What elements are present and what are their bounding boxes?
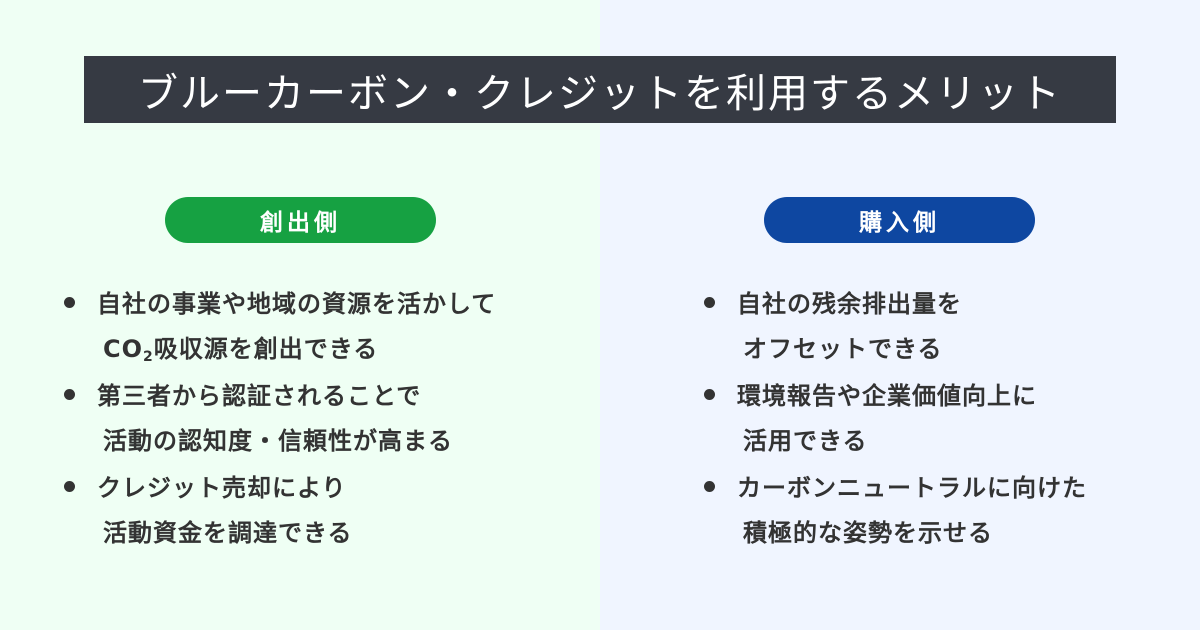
benefit-line-1: カーボンニュートラルに向けた — [737, 474, 1087, 502]
benefit-line-2: 活動の認知度・信頼性が高まる — [103, 427, 453, 455]
benefit-line-1: 環境報告や企業価値向上に — [737, 382, 1037, 410]
creator-benefits-list: 自社の事業や地域の資源を活かして CO2吸収源を創出できる 第三者から認証される… — [60, 282, 496, 558]
benefit-line-1: 自社の残余排出量を — [737, 290, 962, 318]
benefit-line-2: 活用できる — [743, 427, 868, 455]
bullet-icon — [704, 297, 715, 308]
creator-benefit-item: クレジット売却により 活動資金を調達できる — [60, 466, 496, 558]
buyer-benefit-item: 自社の残余排出量を オフセットできる — [700, 282, 1087, 374]
bullet-icon — [704, 389, 715, 400]
benefit-line-2: CO2吸収源を創出できる — [103, 335, 379, 365]
creator-benefit-item: 自社の事業や地域の資源を活かして CO2吸収源を創出できる — [60, 282, 496, 374]
buyer-benefits-list: 自社の残余排出量を オフセットできる 環境報告や企業価値向上に 活用できる カー… — [700, 282, 1087, 558]
creator-side-label: 創出側 — [260, 210, 341, 236]
buyer-side-badge: 購入側 — [764, 197, 1035, 243]
benefit-line-1: 第三者から認証されることで — [97, 382, 422, 410]
creator-side-badge: 創出側 — [165, 197, 436, 243]
benefit-line-2: オフセットできる — [743, 335, 943, 363]
buyer-benefit-item: 環境報告や企業価値向上に 活用できる — [700, 374, 1087, 466]
bullet-icon — [64, 389, 75, 400]
bullet-icon — [704, 481, 715, 492]
bullet-icon — [64, 481, 75, 492]
benefit-line-2: 活動資金を調達できる — [103, 519, 353, 547]
page-title: ブルーカーボン・クレジットを利用するメリット — [138, 70, 1062, 117]
buyer-benefit-item: カーボンニュートラルに向けた 積極的な姿勢を示せる — [700, 466, 1087, 558]
benefit-line-1: 自社の事業や地域の資源を活かして — [97, 290, 497, 318]
buyer-side-label: 購入側 — [859, 210, 940, 236]
title-banner: ブルーカーボン・クレジットを利用するメリット — [84, 56, 1116, 123]
creator-benefit-item: 第三者から認証されることで 活動の認知度・信頼性が高まる — [60, 374, 496, 466]
bullet-icon — [64, 297, 75, 308]
benefit-line-2: 積極的な姿勢を示せる — [743, 519, 993, 547]
benefit-line-1: クレジット売却により — [97, 474, 347, 502]
